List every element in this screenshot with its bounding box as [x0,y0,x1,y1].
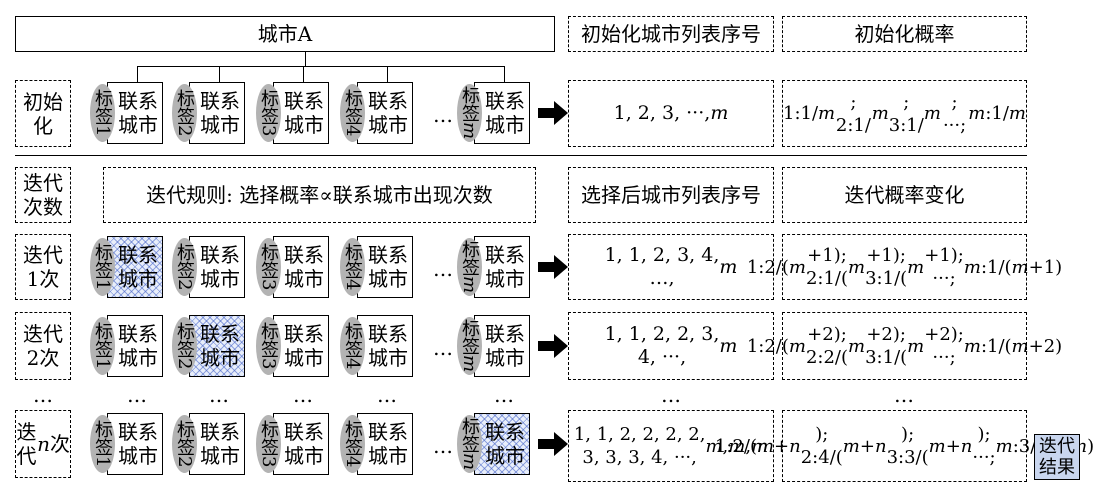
iter2-ellipsis: … [433,336,453,360]
ellipsis-col-prob: … [894,383,914,407]
iter1-ellipsis: … [433,257,453,281]
itern-contact-city-4: 联系 城市 [357,413,413,475]
iter2-contact-city-2: 联系 城市 [189,315,245,377]
connector-drop-1 [137,66,138,82]
init-contact-city-2: 联系 城市 [189,82,245,144]
init-row-label: 初始 化 [15,80,71,147]
connector-trunk [305,52,306,66]
iter1-tag-2: 标签2 [172,238,197,296]
iter1-tag-1: 标签1 [90,238,115,296]
connector-drop-3 [303,66,304,82]
iter1-contact-city-4: 联系 城市 [357,236,413,298]
city-a-box: 城市A [15,16,555,52]
iter1-tag-4: 标签4 [340,238,365,296]
iter2-prob-box: 1:2/(m+2); 2:2/(m+2); 3:1/(m+2); ···; m:… [747,312,1062,380]
iter1-arrow-icon [538,255,568,279]
iter1-contact-city-2: 联系 城市 [189,236,245,298]
iter-count-label: 迭代 次数 [15,167,71,223]
init-contact-city-4: 联系 城市 [357,82,413,144]
itern-contact-city-5: 联系 城市 [474,413,530,475]
iter2-contact-city-3: 联系 城市 [273,315,329,377]
iter2-contact-city-5: 联系 城市 [474,315,530,377]
connector-drop-4 [387,66,388,82]
iter2-row-label: 迭代 2次 [15,312,71,380]
ellipsis-col-m: … [494,383,514,407]
iter2-contact-city-4: 联系 城市 [357,315,413,377]
iteration-rule-box: 迭代规则: 选择概率∝联系城市出现次数 [103,167,536,223]
itern-tag-3: 标签3 [256,415,281,473]
ellipsis-col-list: … [661,383,681,407]
init-tag-3: 标签3 [256,84,281,142]
init-tag-2: 标签2 [172,84,197,142]
init-list-box: 1, 2, 3, ···, m [568,80,774,147]
iter1-prob-box: 1:2/(m+1); 2:1/(m+1); 3:1/(m+1); ···; m:… [747,234,1062,300]
ellipsis-col-3: … [293,383,313,407]
iter1-contact-city-3: 联系 城市 [273,236,329,298]
iter1-tag-3: 标签3 [256,238,281,296]
init-contact-city-5: 联系 城市 [474,82,530,144]
itern-tag-1: 标签1 [90,415,115,473]
itern-contact-city-2: 联系 城市 [189,413,245,475]
init-list-header: 初始化城市列表序号 [568,16,774,52]
iter1-list-box: 1, 1, 2, 3, 4, …, m [568,234,774,300]
iter2-tag-3: 标签3 [256,317,281,375]
itern-list-box: 1, 1, 2, 2, 2, 2, 3, 3, 3, 4, ···, m, m,… [568,410,774,482]
itern-tag-2: 标签2 [172,415,197,473]
iter2-tag-1: 标签1 [90,317,115,375]
init-tag-4: 标签4 [340,84,365,142]
ellipsis-col-2: … [209,383,229,407]
init-prob-box: 1:1/m; 2:1/m; 3:1/m; ···; m:1/m [782,80,1027,147]
init-ellipsis: … [433,103,453,127]
itern-tag-4: 标签4 [340,415,365,473]
iter-list-header: 选择后城市列表序号 [568,167,774,223]
connector-drop-2 [219,66,220,82]
itern-contact-city-1: 联系 城市 [107,413,163,475]
itern-arrow-icon [538,432,568,456]
init-arrow-icon [538,101,568,125]
iter1-contact-city-1: 联系 城市 [107,236,163,298]
ellipsis-col-label: … [33,383,53,407]
iter1-contact-city-5: 联系 城市 [474,236,530,298]
connector-drop-m [504,66,505,82]
itern-ellipsis: … [433,434,453,458]
init-contact-city-3: 联系 城市 [273,82,329,144]
init-prob-header: 初始化概率 [782,16,1027,52]
iteration-result-box: 迭代 结果 [1034,434,1080,480]
ellipsis-col-4: … [377,383,397,407]
connector-bar [137,66,504,67]
iter2-tag-2: 标签2 [172,317,197,375]
section-separator [15,155,1027,156]
init-contact-city-1: 联系 城市 [107,82,163,144]
itern-prob-box: 1:2/(m+n); 2:4/(m+n); 3:3/(m+n); ···; m:… [715,410,1094,482]
ellipsis-col-1: … [127,383,147,407]
iter2-list-box: 1, 1, 2, 2, 3, 4, ···, m [568,312,774,380]
iter-prob-header: 迭代概率变化 [782,167,1027,223]
iter2-tag-4: 标签4 [340,317,365,375]
itern-contact-city-3: 联系 城市 [273,413,329,475]
init-tag-1: 标签1 [90,84,115,142]
iter1-row-label: 迭代 1次 [15,234,71,300]
iter2-arrow-icon [538,334,568,358]
iter2-contact-city-1: 联系 城市 [107,315,163,377]
